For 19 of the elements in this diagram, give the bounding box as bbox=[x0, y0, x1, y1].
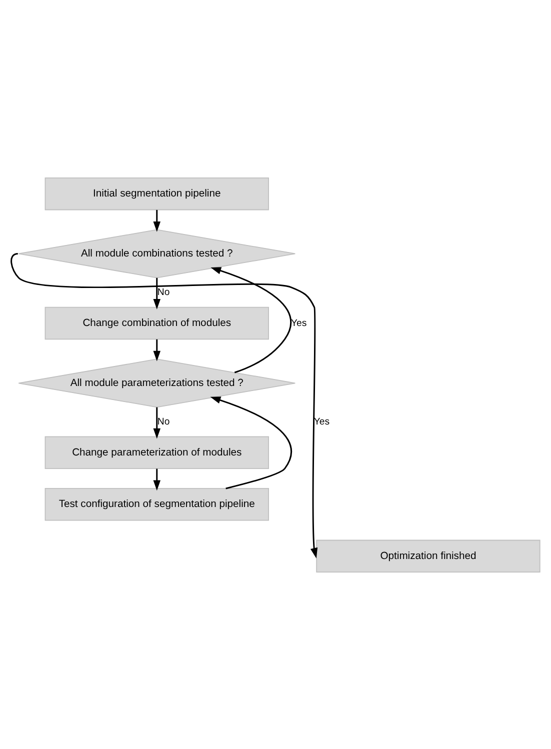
arrow bbox=[153, 468, 160, 490]
edge-label: No bbox=[157, 286, 170, 298]
edge-label: Yes bbox=[314, 416, 330, 427]
node-box: Optimization finished bbox=[316, 539, 540, 572]
node-box: Change combination of modules bbox=[44, 306, 269, 340]
node-box: Test configuration of segmentation pipeline bbox=[44, 488, 269, 520]
arrow bbox=[210, 396, 292, 489]
node-box: Change parameterization of modules bbox=[44, 436, 269, 468]
node-diamond: All module combinations tested ? bbox=[18, 228, 296, 278]
edge-label: No bbox=[157, 416, 170, 427]
arrow bbox=[153, 209, 160, 232]
edge-label: Yes bbox=[290, 317, 307, 328]
arrow bbox=[153, 406, 160, 438]
node-box: Initial segmentation pipeline bbox=[44, 177, 269, 210]
arrow bbox=[210, 266, 292, 373]
arrow bbox=[10, 252, 318, 558]
arrow bbox=[153, 338, 160, 361]
node-diamond: All module parameterizations tested ? bbox=[18, 358, 296, 408]
arrow bbox=[153, 277, 160, 309]
